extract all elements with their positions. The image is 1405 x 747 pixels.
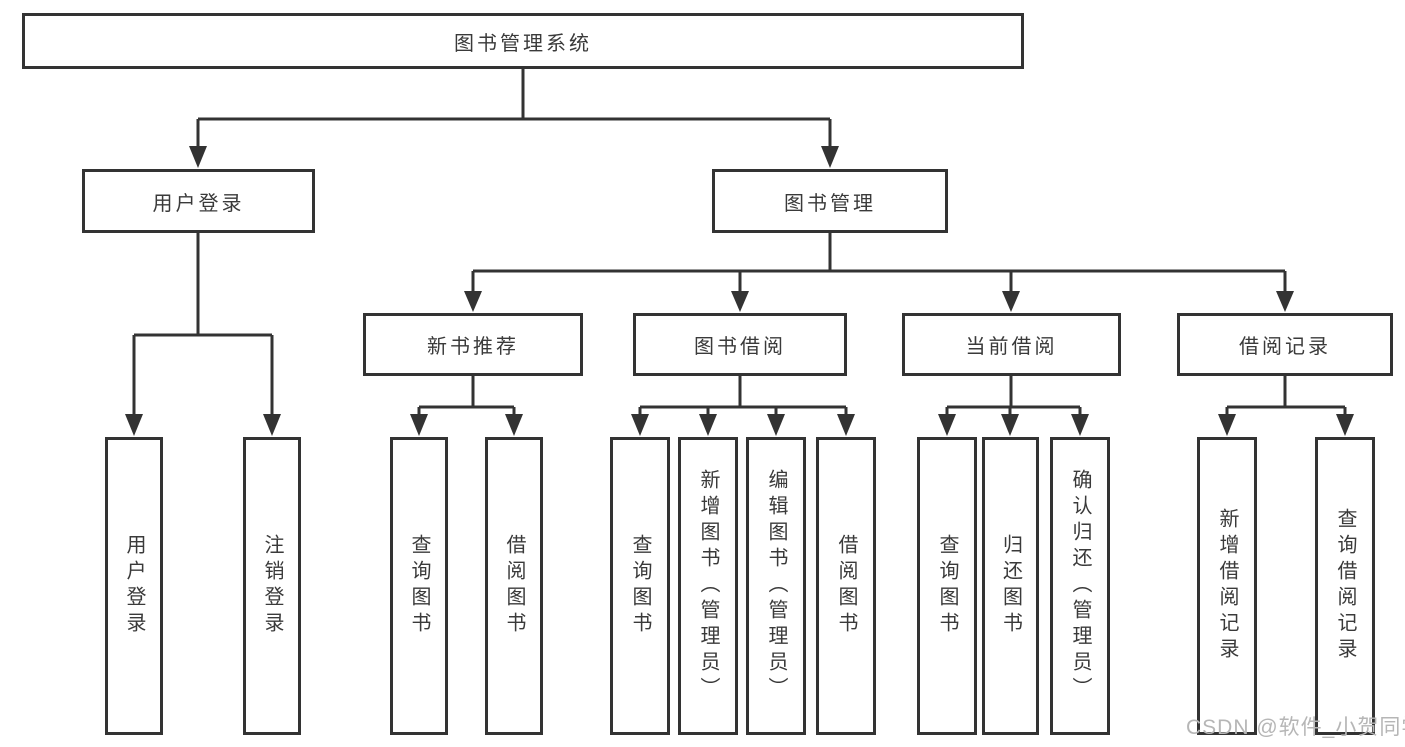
node-label: 新增借阅记录 xyxy=(1216,508,1238,664)
watermark: CSDN @软件_小贺同学 xyxy=(1186,716,1405,739)
node-label: 用户登录 xyxy=(152,192,245,215)
node-borrowing-records: 借阅记录 xyxy=(1177,313,1393,376)
node-label: 图书管理 xyxy=(784,192,876,215)
node-label: 当前借阅 xyxy=(965,336,1058,358)
node-label: 新书推荐 xyxy=(427,336,519,358)
arrowheads xyxy=(125,146,1354,436)
node-user-login: 用户登录 xyxy=(82,169,315,233)
node-library-management-system: 图书管理系统 xyxy=(22,13,1024,69)
node-label: 确认归还（管理员） xyxy=(1069,469,1091,703)
node-label: 归还图书 xyxy=(999,534,1022,638)
leaf-query-books-recommend: 查询图书 xyxy=(390,437,448,735)
node-label: 查询图书 xyxy=(629,534,651,638)
leaf-borrow-books-borrowing: 借阅图书 xyxy=(816,437,876,735)
node-current-borrowing: 当前借阅 xyxy=(902,313,1121,376)
node-label: 编辑图书（管理员） xyxy=(765,469,787,703)
leaf-user-login: 用户登录 xyxy=(105,437,163,735)
node-label: 图书借阅 xyxy=(694,336,786,358)
node-label: 查询图书 xyxy=(936,534,958,638)
node-book-management: 图书管理 xyxy=(712,169,948,233)
leaf-logout: 注销登录 xyxy=(243,437,301,735)
node-label: 借阅记录 xyxy=(1239,336,1331,358)
node-label: 注销登录 xyxy=(261,534,283,638)
leaf-confirm-return-admin: 确认归还（管理员） xyxy=(1050,437,1110,735)
leaf-query-borrow-record: 查询借阅记录 xyxy=(1315,437,1375,735)
leaf-borrow-books-recommend: 借阅图书 xyxy=(485,437,543,735)
node-book-borrowing: 图书借阅 xyxy=(633,313,847,376)
leaf-add-borrow-record: 新增借阅记录 xyxy=(1197,437,1257,735)
leaf-add-book-admin: 新增图书（管理员） xyxy=(678,437,738,735)
node-label: 查询图书 xyxy=(408,534,430,638)
node-label: 借阅图书 xyxy=(835,534,857,638)
node-label: 借阅图书 xyxy=(503,534,525,638)
leaf-return-books: 归还图书 xyxy=(982,437,1039,735)
node-new-book-recommendation: 新书推荐 xyxy=(363,313,583,376)
leaf-query-books-borrowing: 查询图书 xyxy=(610,437,670,735)
node-label: 新增图书（管理员） xyxy=(697,469,719,703)
leaf-edit-book-admin: 编辑图书（管理员） xyxy=(746,437,806,735)
node-label: 图书管理系统 xyxy=(454,32,592,55)
node-label: 用户登录 xyxy=(123,534,145,638)
leaf-query-books-current: 查询图书 xyxy=(917,437,977,735)
node-label: 查询借阅记录 xyxy=(1334,508,1356,664)
